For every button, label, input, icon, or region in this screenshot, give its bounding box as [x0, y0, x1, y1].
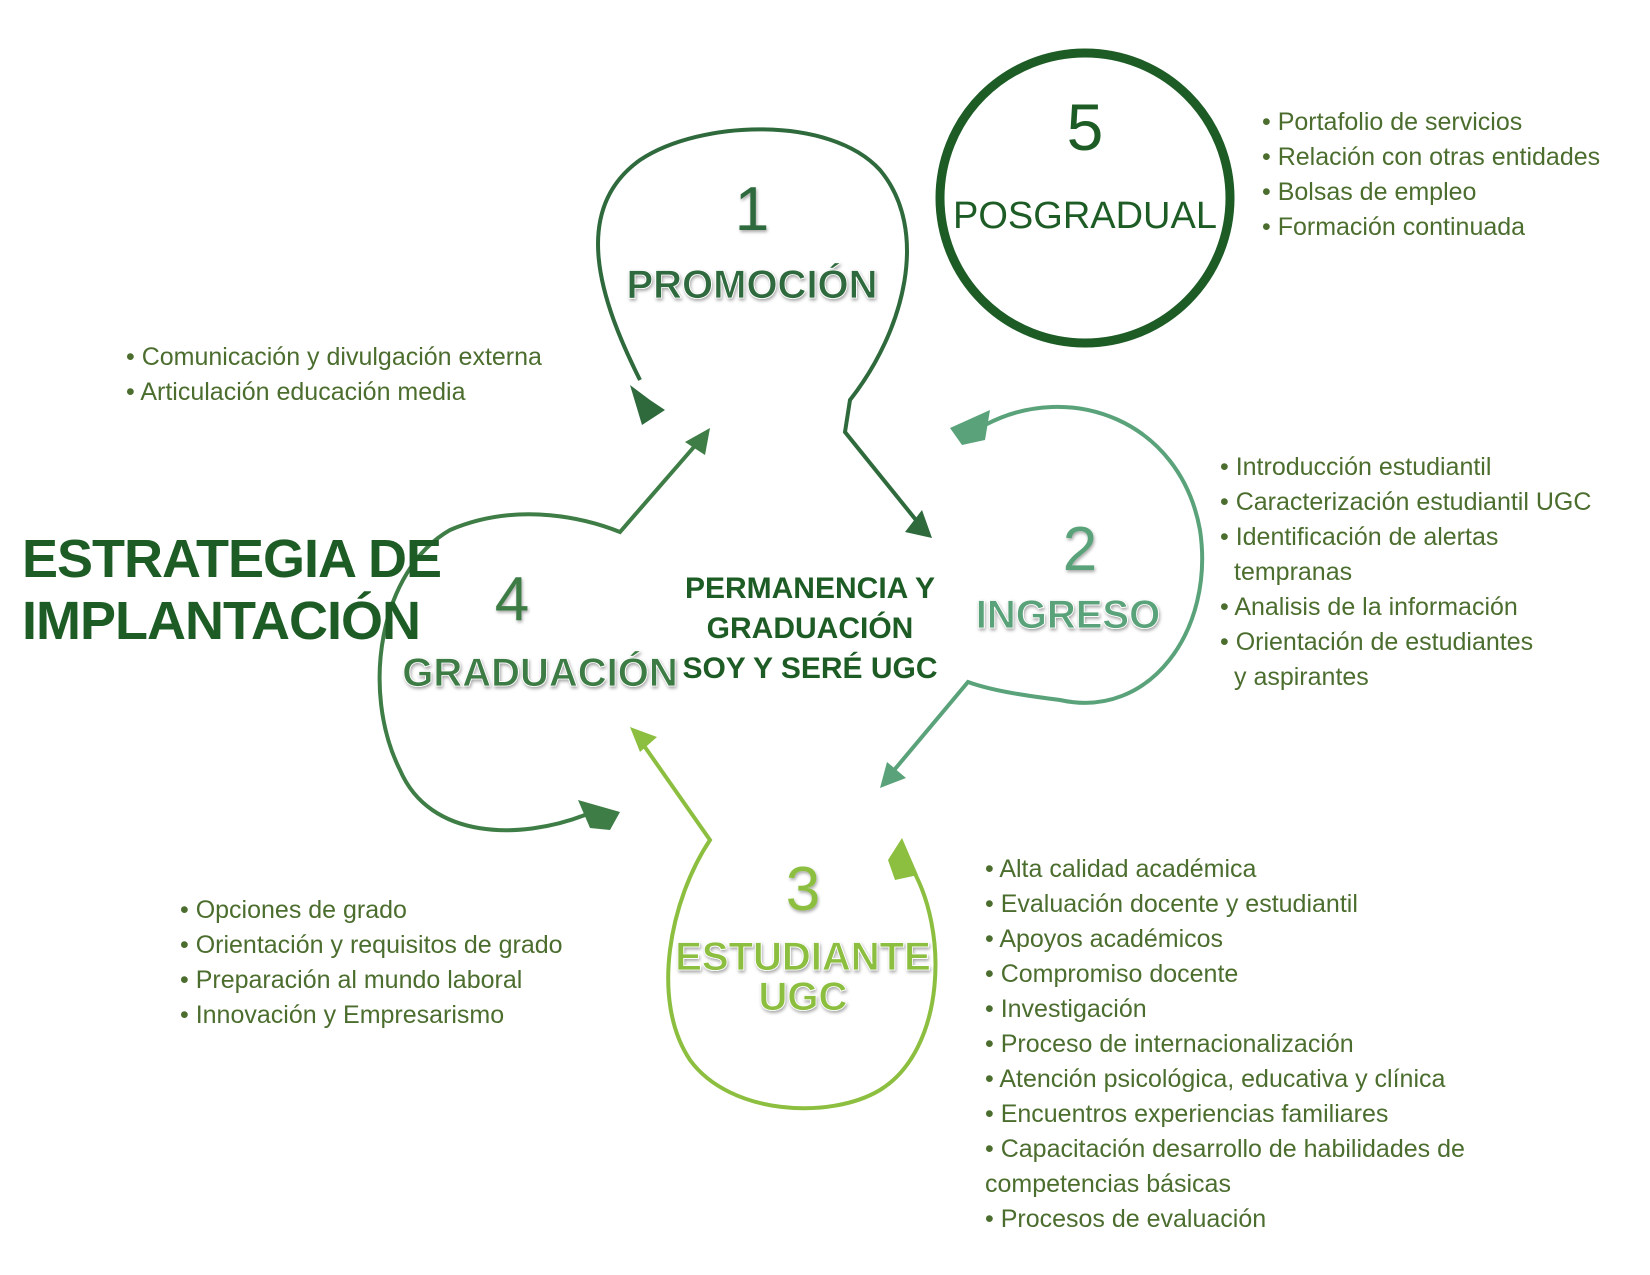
list-item: Innovación y Empresarismo	[180, 998, 563, 1033]
list-item: Compromiso docente	[985, 957, 1465, 992]
list-item: Atención psicológica, educativa y clínic…	[985, 1062, 1465, 1097]
list-item: Formación continuada	[1262, 210, 1600, 245]
list-item: Orientación de estudiantes	[1220, 625, 1591, 660]
arrow-head-icon	[905, 510, 932, 538]
arrow-head-icon	[630, 727, 657, 752]
list-item: Caracterización estudiantil UGC	[1220, 485, 1592, 520]
stage-name-estudiante: ESTUDIANTE	[675, 935, 931, 979]
arrow-tail-icon	[888, 838, 918, 880]
stage-name-graduacion: GRADUACIÓN	[402, 649, 678, 695]
list-item: Procesos de evaluación	[985, 1202, 1465, 1237]
center-line-2: GRADUACIÓN	[707, 611, 914, 645]
loop-graduacion	[377, 428, 710, 833]
stage-name-promocion: PROMOCIÓN	[626, 261, 877, 307]
list-item: Comunicación y divulgación externa	[126, 340, 542, 375]
center-line-1: PERMANENCIA Y	[685, 572, 935, 605]
list-graduacion: Opciones de grado Orientación y requisit…	[180, 893, 563, 1033]
list-item: Investigación	[985, 992, 1465, 1027]
stage-name-ugc: UGC	[759, 975, 848, 1019]
list-estudiante: Alta calidad académica Evaluación docent…	[985, 852, 1465, 1237]
stage-number-4: 4	[495, 565, 529, 634]
list-item: Introducción estudiantil	[1220, 450, 1591, 485]
list-ingreso: Introducción estudiantil Caracterización…	[1220, 450, 1591, 695]
list-item: Opciones de grado	[180, 893, 563, 928]
arrow-tail-icon	[578, 800, 620, 830]
list-item: Alta calidad académica	[985, 852, 1465, 887]
list-item: Relación con otras entidades	[1262, 140, 1600, 175]
list-item: Orientación y requisitos de grado	[180, 928, 563, 963]
arrow-tail-icon	[950, 410, 990, 445]
stage-number-3: 3	[786, 855, 820, 924]
list-item: Bolsas de empleo	[1262, 175, 1600, 210]
list-item: Identificación de alertas	[1220, 520, 1591, 555]
list-item: y aspirantes	[1234, 663, 1369, 691]
arrow-head-icon	[685, 428, 710, 455]
list-item: Encuentros experiencias familiares	[985, 1097, 1465, 1132]
list-posgradual: Portafolio de servicios Relación con otr…	[1262, 105, 1600, 245]
list-item: Capacitación desarrollo de habilidades d…	[985, 1132, 1465, 1167]
list-item: tempranas	[1234, 558, 1353, 586]
circle-posgradual	[935, 48, 1235, 348]
main-title-line-2: IMPLANTACIÓN	[22, 591, 421, 651]
list-item: Articulación educación media	[126, 375, 542, 410]
list-item: Evaluación docente y estudiantil	[985, 887, 1465, 922]
loop-estudiante	[630, 727, 938, 1111]
main-title-line-1: ESTRATEGIA DE	[22, 529, 442, 589]
main-title: ESTRATEGIA DE IMPLANTACIÓN	[22, 528, 442, 652]
list-item: Preparación al mundo laboral	[180, 963, 563, 998]
stage-number-5: 5	[1067, 90, 1104, 164]
stage-number-2: 2	[1063, 515, 1097, 584]
arrow-head-icon	[880, 762, 906, 788]
list-item: Analisis de la información	[1220, 590, 1591, 625]
arrow-tail-icon	[630, 385, 665, 425]
loop-ingreso	[880, 404, 1205, 788]
list-item: competencias básicas	[985, 1170, 1231, 1198]
stage-name-ingreso: INGRESO	[976, 593, 1160, 637]
list-item: Portafolio de servicios	[1262, 105, 1600, 140]
center-line-3: SOY Y SERÉ UGC	[682, 651, 937, 685]
list-promocion: Comunicación y divulgación externa Artic…	[126, 340, 542, 410]
loop-promocion	[596, 127, 932, 538]
list-item: Proceso de internacionalización	[985, 1027, 1465, 1062]
list-item: Apoyos académicos	[985, 922, 1465, 957]
stage-number-1: 1	[735, 175, 769, 244]
stage-name-posgradual: POSGRADUAL	[953, 195, 1217, 237]
